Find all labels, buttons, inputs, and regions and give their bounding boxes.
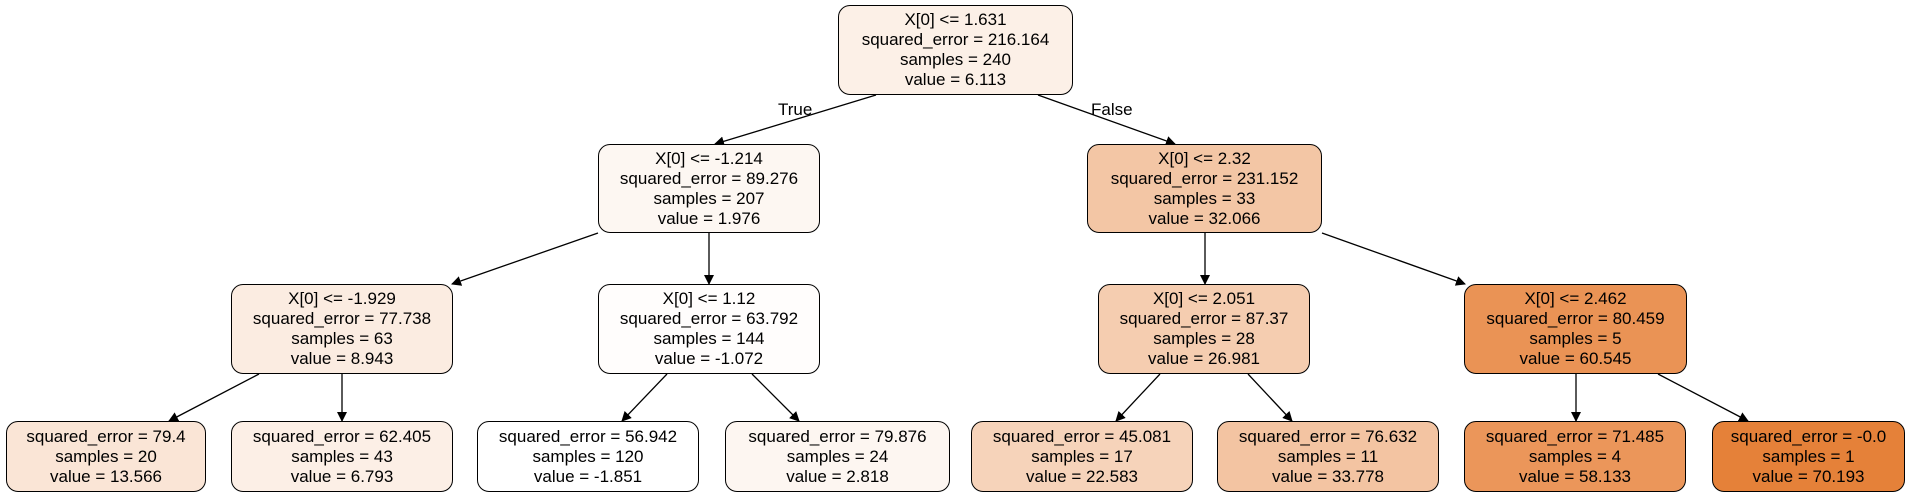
node-value: value = 2.818 bbox=[786, 466, 889, 486]
node-split-rule: X[0] <= 2.462 bbox=[1524, 289, 1627, 308]
edge-n12-n14 bbox=[1657, 373, 1749, 422]
node-split-rule: X[0] <= -1.214 bbox=[655, 148, 763, 168]
node-samples: samples = 43 bbox=[291, 446, 393, 466]
node-samples: samples = 20 bbox=[55, 446, 157, 466]
tree-leaf-11: squared_error = 76.632 samples = 11 valu… bbox=[1217, 421, 1439, 492]
node-value: value = 26.981 bbox=[1147, 349, 1260, 368]
node-value: value = -1.851 bbox=[533, 466, 643, 486]
tree-node-9: X[0] <= 2.051 squared_error = 87.37 samp… bbox=[1098, 284, 1310, 374]
node-value: value = 32.066 bbox=[1148, 208, 1261, 228]
tree-node-12: X[0] <= 2.462 squared_error = 80.459 sam… bbox=[1464, 284, 1687, 374]
tree-node-root: X[0] <= 1.631 squared_error = 216.164 sa… bbox=[838, 5, 1073, 95]
tree-node-1: X[0] <= -1.214 squared_error = 89.276 sa… bbox=[598, 144, 820, 233]
node-value: value = 60.545 bbox=[1519, 349, 1632, 368]
tree-leaf-10: squared_error = 45.081 samples = 17 valu… bbox=[971, 421, 1193, 492]
node-value: value = 70.193 bbox=[1752, 466, 1865, 486]
node-split-rule: X[0] <= 1.12 bbox=[662, 289, 756, 308]
node-split-rule: X[0] <= 2.32 bbox=[1158, 148, 1251, 168]
edge-n9-n10 bbox=[1115, 373, 1161, 422]
node-value: value = 6.793 bbox=[290, 466, 394, 486]
tree-leaf-13: squared_error = 71.485 samples = 4 value… bbox=[1464, 421, 1686, 492]
edge-n2-n3 bbox=[168, 373, 260, 422]
node-value: value = 22.583 bbox=[1025, 466, 1138, 486]
node-squared-error: squared_error = 80.459 bbox=[1486, 309, 1665, 328]
edge-n1-n2 bbox=[451, 232, 599, 286]
node-samples: samples = 63 bbox=[291, 329, 393, 348]
node-samples: samples = 240 bbox=[899, 50, 1012, 69]
node-squared-error: squared_error = 63.792 bbox=[619, 309, 799, 328]
tree-node-5: X[0] <= 1.12 squared_error = 63.792 samp… bbox=[598, 284, 820, 374]
node-squared-error: squared_error = 216.164 bbox=[861, 30, 1050, 49]
node-samples: samples = 4 bbox=[1528, 446, 1622, 466]
node-value: value = 6.113 bbox=[904, 70, 1007, 89]
tree-node-2: X[0] <= -1.929 squared_error = 77.738 sa… bbox=[231, 284, 453, 374]
node-squared-error: squared_error = 89.276 bbox=[619, 168, 799, 188]
node-squared-error: squared_error = -0.0 bbox=[1730, 426, 1887, 446]
edge-n0-n8 bbox=[1037, 94, 1176, 146]
node-samples: samples = 24 bbox=[786, 446, 889, 466]
node-samples: samples = 33 bbox=[1153, 188, 1256, 208]
node-squared-error: squared_error = 87.37 bbox=[1119, 309, 1289, 328]
node-samples: samples = 1 bbox=[1762, 446, 1855, 466]
node-value: value = -1.072 bbox=[654, 349, 764, 368]
node-samples: samples = 11 bbox=[1277, 446, 1379, 466]
node-value: value = 33.778 bbox=[1271, 466, 1384, 486]
node-squared-error: squared_error = 56.942 bbox=[498, 426, 678, 446]
node-split-rule: X[0] <= 2.051 bbox=[1152, 289, 1256, 308]
tree-leaf-3: squared_error = 79.4 samples = 20 value … bbox=[6, 421, 206, 492]
edge-label-true: True bbox=[778, 100, 813, 119]
node-samples: samples = 144 bbox=[653, 329, 765, 348]
node-samples: samples = 207 bbox=[653, 188, 765, 208]
node-squared-error: squared_error = 77.738 bbox=[252, 309, 432, 328]
node-squared-error: squared_error = 71.485 bbox=[1485, 426, 1665, 446]
node-samples: samples = 17 bbox=[1031, 446, 1133, 466]
tree-node-8: X[0] <= 2.32 squared_error = 231.152 sam… bbox=[1087, 144, 1322, 233]
edge-n9-n11 bbox=[1247, 373, 1293, 422]
node-squared-error: squared_error = 79.876 bbox=[748, 426, 927, 446]
node-squared-error: squared_error = 45.081 bbox=[992, 426, 1172, 446]
node-samples: samples = 28 bbox=[1153, 329, 1255, 348]
node-squared-error: squared_error = 62.405 bbox=[252, 426, 432, 446]
node-samples: samples = 120 bbox=[532, 446, 644, 466]
edge-n5-n7 bbox=[751, 373, 800, 422]
node-squared-error: squared_error = 79.4 bbox=[26, 426, 186, 446]
tree-leaf-7: squared_error = 79.876 samples = 24 valu… bbox=[725, 421, 950, 492]
node-squared-error: squared_error = 231.152 bbox=[1110, 168, 1299, 188]
edge-n8-n12 bbox=[1321, 232, 1466, 286]
tree-leaf-4: squared_error = 62.405 samples = 43 valu… bbox=[231, 421, 453, 492]
tree-leaf-6: squared_error = 56.942 samples = 120 val… bbox=[477, 421, 699, 492]
node-split-rule: X[0] <= 1.631 bbox=[904, 10, 1007, 29]
node-value: value = 8.943 bbox=[290, 349, 394, 368]
node-value: value = 58.133 bbox=[1518, 466, 1631, 486]
node-value: value = 1.976 bbox=[657, 208, 761, 228]
node-squared-error: squared_error = 76.632 bbox=[1238, 426, 1418, 446]
node-split-rule: X[0] <= -1.929 bbox=[288, 289, 396, 308]
node-samples: samples = 5 bbox=[1529, 329, 1622, 348]
edge-n0-n1 bbox=[714, 94, 877, 147]
tree-leaf-14: squared_error = -0.0 samples = 1 value =… bbox=[1712, 421, 1905, 492]
edge-n5-n6 bbox=[621, 373, 668, 422]
edge-label-false: False bbox=[1091, 100, 1133, 119]
node-value: value = 13.566 bbox=[49, 466, 162, 486]
